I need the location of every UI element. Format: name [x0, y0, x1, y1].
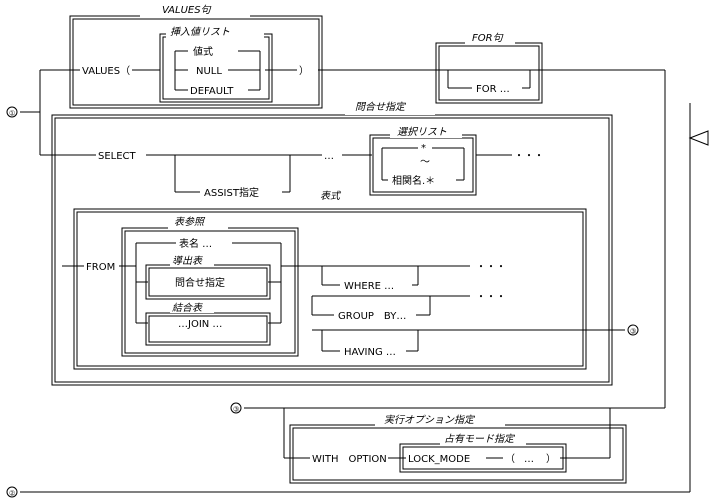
insert-option-value-expr: 値式 [193, 45, 213, 58]
where-trailing-dots: ・・・ [476, 262, 506, 273]
lock-mode-keyword: LOCK_MODE [408, 454, 470, 465]
for-clause: FOR句 FOR … [435, 30, 543, 104]
marker-one: ① [9, 110, 15, 118]
select-trailing-dots: ・・・ [514, 151, 544, 162]
table-expression: FROM 表参照 表名 … 導出表 問合せ指定 結合表 …JOIN … WHER… [73, 208, 587, 370]
select-keyword: SELECT [98, 151, 137, 162]
group-trailing-dots: ・・・ [476, 292, 506, 303]
derived-query-spec: 問合せ指定 [175, 276, 225, 289]
joined-table-title: 結合表 [172, 302, 203, 314]
table-name: 表名 … [179, 237, 212, 250]
join-expression: …JOIN … [178, 319, 222, 330]
where-clause: WHERE … [344, 281, 394, 292]
lock-mode-box: 占有モード指定 LOCK_MODE （ … ） [399, 432, 567, 473]
from-keyword: FROM [86, 262, 115, 273]
select-list-title: 選択リスト [397, 126, 447, 138]
lock-mode-dots: … [524, 454, 534, 465]
table-expr-label: 表式 [320, 190, 342, 202]
group-by-clause: GROUP BY… [338, 311, 406, 322]
lock-mode-title: 占有モード指定 [444, 433, 516, 445]
select-list-box: 選択リスト * ～ 相関名.＊ [369, 124, 477, 196]
marker-three-exec: ③ [233, 406, 239, 414]
connector-lines [20, 69, 709, 493]
having-clause: HAVING … [344, 347, 396, 358]
insert-option-null: NULL [196, 66, 222, 77]
select-star: * [421, 143, 426, 154]
derived-table-title: 導出表 [172, 255, 203, 267]
marker-two: ② [9, 490, 15, 498]
table-ref-title: 表参照 [174, 216, 206, 228]
exec-option-title: 実行オプション指定 [384, 414, 476, 426]
table-ref-box: 表参照 表名 … 導出表 問合せ指定 結合表 …JOIN … [121, 214, 299, 357]
assist-spec: ASSIST指定 [204, 186, 259, 199]
values-close-paren: ） [299, 65, 309, 77]
lock-mode-close-paren: ） [546, 453, 556, 465]
for-keyword: FOR … [476, 84, 510, 95]
for-clause-title: FOR句 [472, 32, 504, 44]
query-spec: 問合せ指定 SELECT ASSIST指定 … ・・・ 表式 選択リスト * ～… [51, 99, 613, 386]
marker-three-join: ③ [630, 328, 636, 336]
select-or-marker: ～ [420, 157, 430, 168]
values-clause-title: VALUES句 [162, 4, 212, 16]
with-option-keyword: WITH OPTION [312, 454, 387, 465]
select-dots: … [324, 151, 334, 162]
query-spec-title: 問合せ指定 [355, 101, 407, 113]
reference-markers: ① ② ③ ③ [6, 106, 639, 498]
insert-option-default: DEFAULT [190, 86, 234, 97]
exec-option-clause: 実行オプション指定 WITH OPTION 占有モード指定 LOCK_MODE … [289, 412, 627, 484]
insert-list-box: 挿入値リスト 値式 NULL DEFAULT [159, 24, 273, 103]
correlation-star: 相関名.＊ [392, 174, 435, 187]
values-keyword: VALUES（ [82, 65, 130, 77]
insert-list-title: 挿入値リスト [170, 26, 230, 38]
values-clause: VALUES句 VALUES（ ） 挿入値リスト 値式 NULL DEFAULT [69, 2, 323, 109]
lock-mode-open-paren: （ [505, 453, 515, 465]
